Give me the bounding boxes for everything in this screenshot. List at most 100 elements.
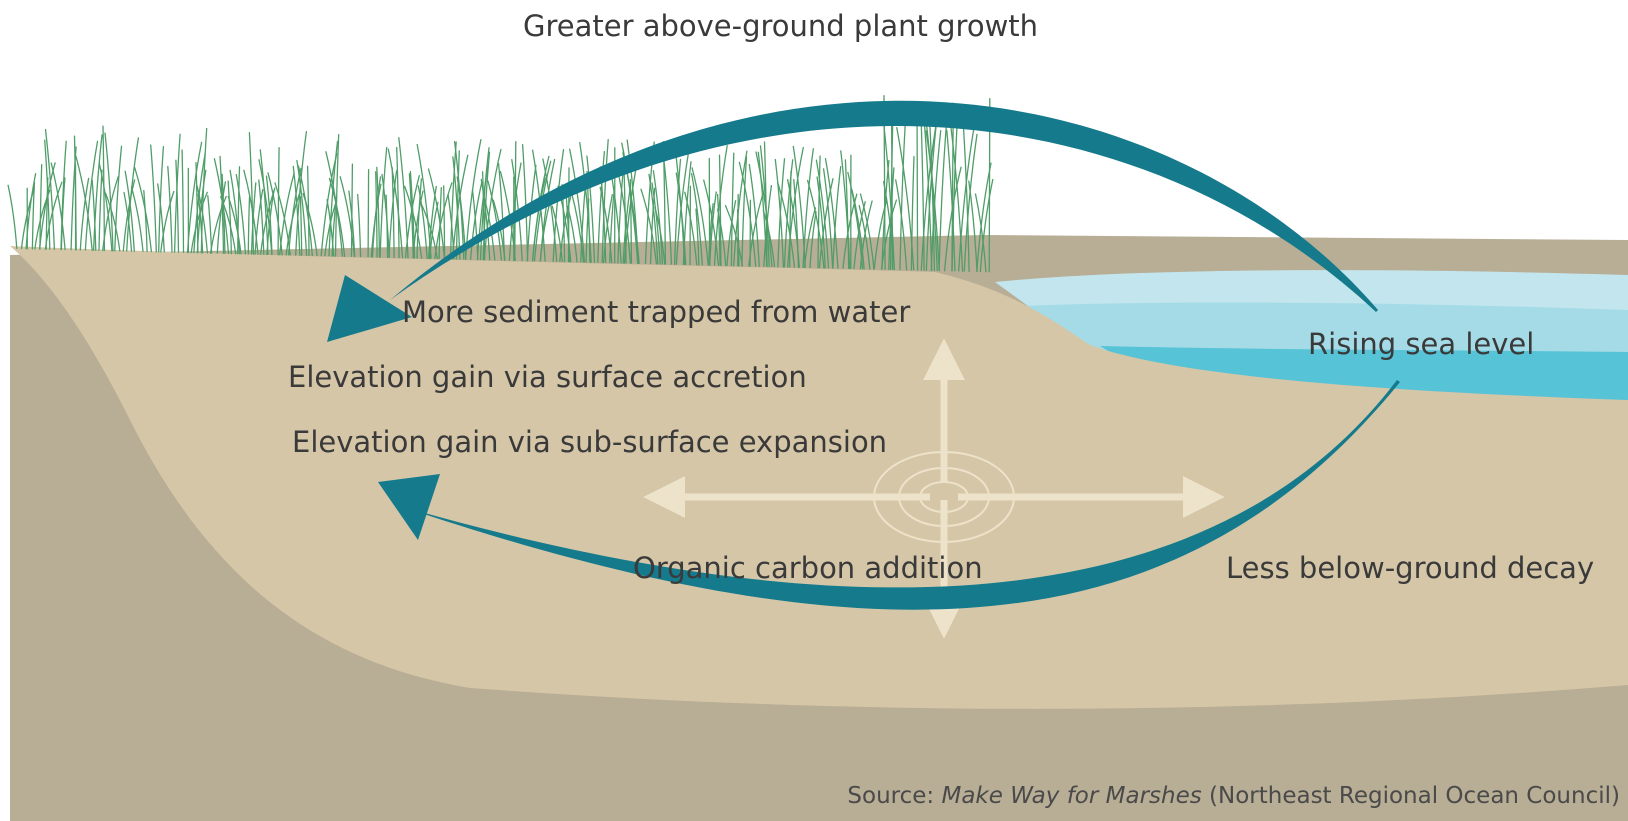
grass-blade	[511, 159, 523, 262]
grass-blade	[197, 193, 204, 254]
grass-blade	[979, 178, 994, 273]
grass-blade	[899, 116, 907, 271]
source-title: Make Way for Marshes	[941, 783, 1202, 809]
grass-blade	[258, 179, 265, 255]
grass-blade	[840, 150, 851, 270]
grass-blade	[815, 159, 830, 269]
label-rising-sea-level: Rising sea level	[1308, 327, 1535, 361]
grass-blade	[703, 179, 720, 266]
grass-blade	[404, 175, 420, 259]
grass-blade	[379, 146, 388, 258]
grass-blade	[787, 146, 804, 268]
grass-blade	[229, 169, 241, 255]
grass-blade	[98, 169, 103, 252]
grass-blade	[44, 128, 56, 250]
grass-blade	[695, 208, 700, 266]
grass-blade	[31, 182, 36, 250]
grass-blade	[539, 158, 556, 262]
grass-blade	[629, 178, 633, 264]
grass-blade	[974, 193, 987, 273]
grass-blade	[416, 143, 432, 259]
grass-blade	[674, 147, 686, 266]
grass-blade	[730, 152, 735, 267]
grass-blade	[104, 192, 121, 252]
grass-blade	[673, 158, 682, 265]
grass-blade	[783, 159, 794, 268]
grass-blade	[126, 137, 140, 252]
grass-blade	[777, 182, 796, 268]
grass-blade	[648, 173, 659, 265]
grass-blade	[350, 163, 354, 258]
grass-blade	[367, 168, 370, 258]
grass-blade	[200, 127, 208, 254]
grass-blade	[925, 130, 940, 272]
grass-blade	[376, 166, 381, 258]
grass-blade	[186, 141, 203, 254]
grass-blade	[601, 139, 609, 264]
grass-blade	[916, 101, 919, 271]
grass-blade	[258, 159, 273, 256]
grass-blade	[285, 193, 301, 256]
grass-blade	[757, 151, 768, 268]
grass-blade	[713, 145, 728, 266]
grass-blade	[412, 190, 424, 259]
grass-blade	[809, 211, 817, 269]
grass-blade	[690, 172, 703, 266]
label-less-decay: Less below-ground decay	[1226, 551, 1595, 585]
grass-blade	[44, 139, 51, 250]
grass-blade	[157, 183, 165, 253]
grass-blade	[718, 154, 722, 266]
grass-blade	[726, 200, 737, 267]
grass-blade	[832, 166, 842, 269]
grass-blade	[938, 114, 948, 272]
grass-blade	[143, 189, 148, 253]
grass-blade	[551, 205, 563, 263]
grass-blade	[640, 188, 658, 265]
grass-blade	[416, 178, 423, 259]
grass-blade	[130, 186, 144, 253]
grass-blade	[579, 142, 592, 263]
grass-blade	[427, 168, 446, 260]
grass-blade	[738, 161, 757, 267]
grass-blade	[741, 156, 748, 267]
grass-blade	[618, 176, 631, 264]
grass-blade	[961, 112, 970, 272]
grass-blade	[216, 181, 227, 254]
grass-blade	[514, 141, 517, 262]
source-prefix: Source:	[847, 783, 942, 809]
grass-blade	[586, 155, 596, 263]
grass-blade	[858, 204, 871, 270]
grass-blade	[150, 144, 157, 253]
bottom-feedback-arrowhead	[378, 474, 440, 540]
grass-blade	[455, 150, 460, 260]
grass-blade	[60, 140, 67, 251]
expansion-ripple-rings	[873, 451, 1015, 543]
grass-blade	[196, 185, 209, 254]
grass-blade	[388, 170, 398, 258]
grass-blade	[963, 133, 978, 272]
grass-blade	[483, 148, 502, 261]
grass-blade	[417, 185, 428, 259]
grass-blade	[762, 209, 776, 268]
grass-blade	[173, 133, 181, 253]
grass-blade	[480, 178, 491, 261]
grass-blade	[124, 170, 135, 252]
grass-blade	[328, 140, 339, 257]
top-feedback-arrow	[390, 100, 1378, 312]
grass-blade	[817, 155, 821, 269]
grass-blade	[946, 129, 956, 272]
grass-blade	[786, 178, 800, 268]
grass-blade	[296, 159, 308, 257]
grass-blade	[181, 149, 185, 254]
grass-blade	[75, 155, 93, 251]
grass-blade	[759, 145, 770, 268]
grass-blade	[716, 208, 727, 267]
grass-blade	[50, 162, 66, 251]
grass-blade	[160, 190, 175, 253]
grass-blade	[79, 177, 90, 251]
grass-blade	[114, 145, 123, 252]
grass-blade	[243, 169, 259, 255]
grass-blade	[387, 148, 404, 259]
